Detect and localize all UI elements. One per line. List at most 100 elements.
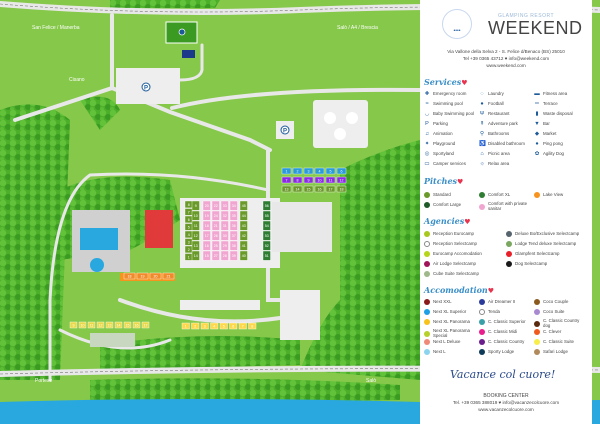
pitch-marker[interactable]: [211, 230, 220, 241]
pitch[interactable]: 10: [314, 176, 325, 184]
pitch-marker[interactable]: [262, 250, 271, 261]
pitch[interactable]: 43: [239, 220, 248, 231]
pitch[interactable]: 13: [281, 185, 292, 193]
pitch-marker[interactable]: [292, 167, 303, 175]
pitch-marker[interactable]: [191, 250, 200, 261]
pitch-marker[interactable]: [202, 250, 211, 261]
pitch-marker[interactable]: [202, 210, 211, 221]
pitch-marker[interactable]: [202, 200, 211, 211]
pitch[interactable]: 5: [219, 322, 228, 330]
pitch-marker[interactable]: [211, 240, 220, 251]
pitch-marker[interactable]: [336, 176, 347, 184]
pitch-marker[interactable]: [262, 200, 271, 211]
pitch[interactable]: 28: [220, 250, 229, 261]
pitch[interactable]: 2: [184, 245, 193, 254]
pitch[interactable]: 42: [239, 230, 248, 241]
pitch[interactable]: 13: [191, 240, 200, 251]
pitch-marker[interactable]: [325, 185, 336, 193]
pitch[interactable]: 19: [136, 272, 149, 280]
pitch[interactable]: 10: [78, 321, 87, 329]
pitch[interactable]: 27: [211, 250, 220, 261]
pitch[interactable]: 16: [202, 240, 211, 251]
pitch[interactable]: 45: [239, 200, 248, 211]
pitch-marker[interactable]: [229, 220, 238, 231]
pitch[interactable]: 15: [202, 250, 211, 261]
pitch[interactable]: 53: [262, 230, 271, 241]
pitch-marker[interactable]: [239, 230, 248, 241]
pitch[interactable]: 30: [220, 230, 229, 241]
pitch[interactable]: 20: [202, 200, 211, 211]
pitch[interactable]: 11: [87, 321, 96, 329]
pitch-marker[interactable]: [123, 321, 132, 329]
pitch[interactable]: 37: [229, 230, 238, 241]
pitch[interactable]: 3: [184, 238, 193, 246]
pitch[interactable]: 15: [303, 185, 314, 193]
pitch[interactable]: 20: [149, 272, 162, 280]
pitch-marker[interactable]: [336, 185, 347, 193]
brand-web[interactable]: www.weekend.com: [486, 63, 526, 68]
pitch-marker[interactable]: [281, 176, 292, 184]
pitch[interactable]: 36: [229, 220, 238, 231]
pitch[interactable]: 12: [96, 321, 105, 329]
pitch[interactable]: 7: [238, 322, 247, 330]
pitch[interactable]: 24: [211, 210, 220, 221]
pitch-marker[interactable]: [181, 322, 190, 330]
pitch-marker[interactable]: [202, 230, 211, 241]
pitch-marker[interactable]: [211, 200, 220, 211]
pitch-marker[interactable]: [141, 321, 150, 329]
pitch-marker[interactable]: [220, 230, 229, 241]
pitch[interactable]: 9: [303, 176, 314, 184]
pitch[interactable]: 2: [292, 167, 303, 175]
pitch[interactable]: 19: [202, 210, 211, 221]
pitch-marker[interactable]: [229, 210, 238, 221]
pitch-marker[interactable]: [220, 210, 229, 221]
pitch[interactable]: 29: [220, 240, 229, 251]
pitch[interactable]: 14: [191, 250, 200, 261]
pitch[interactable]: 15: [123, 321, 132, 329]
pitch-marker[interactable]: [162, 272, 175, 280]
pitch-marker[interactable]: [314, 185, 325, 193]
pitch-marker[interactable]: [239, 220, 248, 231]
pitch[interactable]: 16: [314, 185, 325, 193]
pitch-marker[interactable]: [239, 210, 248, 221]
pitch[interactable]: 6: [336, 167, 347, 175]
pitch-marker[interactable]: [262, 230, 271, 241]
pitch[interactable]: 44: [239, 210, 248, 221]
pitch[interactable]: 22: [211, 200, 220, 211]
pitch[interactable]: 51: [262, 250, 271, 261]
pitch[interactable]: 35: [229, 210, 238, 221]
pitch-marker[interactable]: [202, 240, 211, 251]
pitch[interactable]: 38: [229, 240, 238, 251]
pitch[interactable]: 3: [200, 322, 209, 330]
pitch[interactable]: 3: [303, 167, 314, 175]
pitch-marker[interactable]: [239, 200, 248, 211]
brand-contact[interactable]: Tel +39 0365 43712 ♥ info@weekend.com: [462, 56, 550, 61]
pitch[interactable]: 18: [202, 220, 211, 231]
pitch[interactable]: 17: [202, 230, 211, 241]
pitch-marker[interactable]: [314, 167, 325, 175]
pitch-marker[interactable]: [262, 240, 271, 251]
pitch[interactable]: 12: [336, 176, 347, 184]
pitch[interactable]: 11: [191, 220, 200, 231]
pitch-marker[interactable]: [292, 185, 303, 193]
pitch[interactable]: 4: [184, 230, 193, 239]
pitch[interactable]: 34: [229, 200, 238, 211]
pitch[interactable]: 6: [184, 215, 193, 224]
pitch[interactable]: 9: [69, 321, 78, 329]
pitch[interactable]: 31: [220, 220, 229, 231]
pitch[interactable]: 8: [292, 176, 303, 184]
booking-web[interactable]: www.vacanzecolcuore.com: [478, 407, 534, 412]
pitch[interactable]: 26: [211, 230, 220, 241]
pitch-marker[interactable]: [281, 167, 292, 175]
pitch[interactable]: 13: [105, 321, 114, 329]
pitch-marker[interactable]: [200, 322, 209, 330]
pitch-marker[interactable]: [210, 322, 219, 330]
pitch-marker[interactable]: [239, 240, 248, 251]
pitch[interactable]: 5: [325, 167, 336, 175]
pitch-marker[interactable]: [303, 167, 314, 175]
pitch[interactable]: 18: [336, 185, 347, 193]
pitch[interactable]: 11: [325, 176, 336, 184]
pitch[interactable]: 17: [325, 185, 336, 193]
pitch[interactable]: 4: [314, 167, 325, 175]
pitch-marker[interactable]: [303, 185, 314, 193]
